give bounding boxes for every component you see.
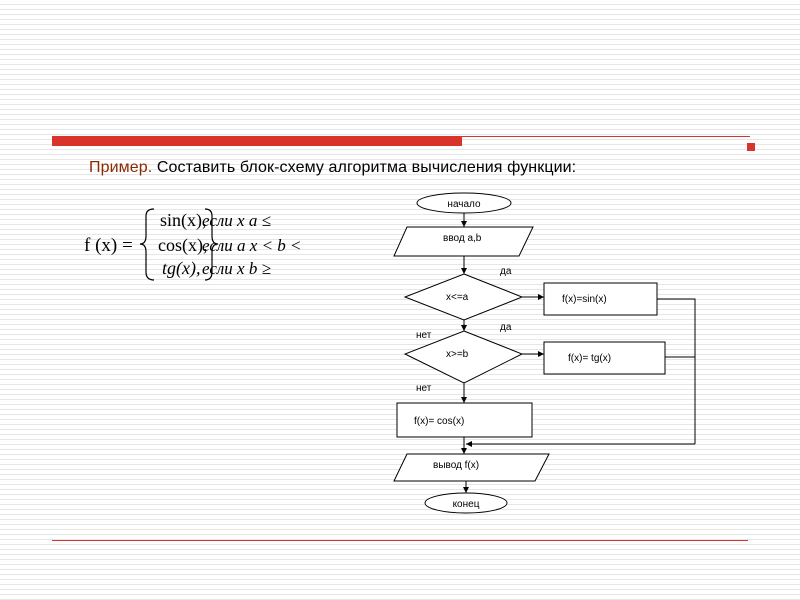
output-label: вывод f(x) xyxy=(433,460,479,471)
input-parallelogram xyxy=(393,226,534,257)
piecewise-formula: f (x) = sin(x), если x a ≤ cos(x), если … xyxy=(84,208,302,281)
case-3-condition: если x b ≥ xyxy=(202,259,271,278)
no-label-2: нет xyxy=(416,383,432,394)
cos-block-label: f(x)= cos(x) xyxy=(414,416,464,427)
output-parallelogram xyxy=(393,453,550,482)
flow-connectors xyxy=(461,213,696,493)
sin-block-label: f(x)=sin(x) xyxy=(562,294,607,305)
formula-lhs: f (x) = xyxy=(84,235,133,256)
bottom-divider-line xyxy=(52,540,748,541)
tg-process-block xyxy=(543,341,666,375)
case-3-expr: tg(x), xyxy=(162,258,200,279)
right-bullet xyxy=(747,143,755,151)
top-divider-line xyxy=(52,136,750,137)
case-1-condition: если x a ≤ xyxy=(202,211,271,230)
yes-label-1: да xyxy=(500,266,512,277)
case-1-expr: sin(x), xyxy=(160,210,207,231)
slide-heading: Пример. Составить блок-схему алгоритма в… xyxy=(89,159,576,177)
left-brace xyxy=(139,208,155,281)
top-accent-bar xyxy=(52,137,462,146)
input-label: ввод a,b xyxy=(443,233,482,244)
start-label: начало xyxy=(447,199,481,210)
decision1-label: x<=a xyxy=(446,292,469,303)
heading-lead: Пример. xyxy=(89,159,153,176)
line-sin-merge xyxy=(657,298,696,444)
heading-text: Составить блок-схему алгоритма вычислени… xyxy=(152,159,577,176)
case-2-condition: если a x < b < xyxy=(202,236,302,255)
sin-process-block xyxy=(543,282,658,316)
case-2-expr: cos(x), xyxy=(158,235,207,256)
yes-label-2: да xyxy=(500,322,512,333)
end-label: конец xyxy=(453,499,480,510)
right-brace xyxy=(204,208,219,281)
decision2-label: x>=b xyxy=(446,349,469,360)
tg-block-label: f(x)= tg(x) xyxy=(568,353,611,364)
no-label-1: нет xyxy=(416,330,432,341)
